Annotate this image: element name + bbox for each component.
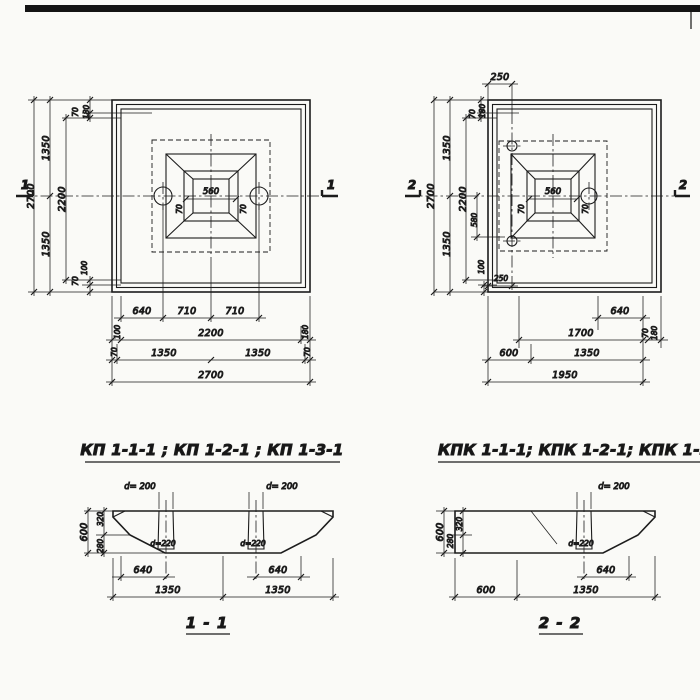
view-label-2-2: 2 - 2 — [539, 614, 582, 632]
dim-pr-70-chamfer-right: 70 — [581, 204, 590, 214]
dim-pr-600: 600 — [499, 348, 518, 359]
dim-s2-320: 320 — [455, 517, 464, 532]
dim-s2-d220: d=220 — [568, 539, 594, 548]
dim-pr-70-top: 70 — [468, 109, 477, 119]
dim-pl-1350-row3-a: 1350 — [151, 348, 176, 359]
dim-pr-2200-v: 2200 — [458, 186, 469, 211]
plan-left-pyramid-edges — [165, 153, 257, 239]
dim-s1-320: 320 — [96, 512, 105, 527]
plan-left-centerlines — [20, 134, 338, 258]
dim-s2-640: 640 — [596, 565, 615, 576]
dim-pl-710-b: 710 — [225, 306, 244, 317]
section-1-body — [112, 500, 334, 581]
dim-pr-1950: 1950 — [552, 370, 577, 381]
dim-pl-70-row3-left: 70 — [110, 347, 119, 357]
section-1-1: КП 1-1-1 ; КП 1-2-1 ; КП 1-3-1 d= 200 d=… — [79, 441, 344, 635]
dim-pl-560: 560 — [203, 187, 219, 197]
dim-pr-1350-top: 1350 — [442, 135, 453, 160]
section-2-mark-left: 2 — [408, 178, 416, 192]
dim-s1-1350-left: 1350 — [155, 585, 180, 596]
section-2-2: КПК 1-1-1; КПК 1-2-1; КПК 1-3-1 d= 200 6… — [435, 441, 700, 635]
dim-pl-2200-v: 2200 — [57, 186, 68, 211]
dim-pl-2700-v: 2700 — [26, 183, 37, 208]
dim-s1-d200-left: d= 200 — [124, 482, 155, 492]
plan-right-section-marks — [405, 190, 690, 198]
dim-pr-250-top: 250 — [490, 72, 509, 83]
dim-pl-70-bottom: 70 — [71, 276, 80, 286]
plan-left-section-marks — [16, 190, 338, 198]
plan-right: 2 2 250 70 180 1350 2700 2200 1350 580 1… — [405, 72, 690, 386]
dim-pr-180-top: 180 — [478, 104, 487, 119]
dim-s2-280: 280 — [446, 534, 455, 549]
dim-pl-70-chamfer-left: 70 — [175, 204, 184, 214]
dim-pr-2700-v: 2700 — [426, 183, 437, 208]
dim-pr-1700: 1700 — [568, 328, 593, 339]
title-kp-series: КП 1-1-1 ; КП 1-2-1 ; КП 1-3-1 — [80, 441, 343, 459]
dim-s1-280: 280 — [96, 539, 105, 554]
dim-pl-70-top: 70 — [71, 107, 80, 117]
sheet-border — [25, 5, 700, 29]
dim-pr-560: 560 — [545, 187, 561, 197]
dim-s1-600: 600 — [79, 522, 90, 541]
dim-pl-1350-row3-b: 1350 — [245, 348, 270, 359]
section-2-dimension-lines — [440, 507, 661, 601]
dim-pr-70-row2: 70 — [641, 328, 650, 338]
dim-pl-2200-h: 2200 — [198, 328, 223, 339]
dim-pr-70-chamfer-left: 70 — [517, 204, 526, 214]
dim-pl-1350-bottom: 1350 — [41, 231, 52, 256]
dim-pr-180-row2: 180 — [650, 326, 659, 341]
dim-pl-2700-h: 2700 — [198, 370, 223, 381]
dim-pl-100-row2: 100 — [113, 325, 122, 340]
view-label-1-1: 1 - 1 — [186, 614, 229, 632]
dim-s1-d200-right: d= 200 — [266, 482, 297, 492]
dim-pr-580: 580 — [470, 213, 479, 228]
plan-left: 1 1 2700 1350 1350 2200 70 180 100 70 56… — [16, 96, 338, 386]
dim-s1-1350-right: 1350 — [265, 585, 290, 596]
plan-right-dimension-lines — [430, 80, 668, 386]
dim-pl-710-a: 710 — [177, 306, 196, 317]
dim-pl-70-chamfer-right: 70 — [239, 204, 248, 214]
dim-pr-250-bottom: 250 — [494, 274, 509, 283]
section-2-internal-edge — [530, 510, 558, 545]
section-2-extension-lines — [436, 492, 656, 601]
section-2-dim-ticks — [440, 507, 659, 601]
section-1-mark-left: 1 — [21, 178, 29, 192]
section-1-dimension-lines — [84, 507, 339, 601]
dim-s2-d200: d= 200 — [598, 482, 629, 492]
section-2-mark-right: 2 — [679, 178, 687, 192]
title-kpk-series: КПК 1-1-1; КПК 1-2-1; КПК 1-3-1 — [438, 441, 700, 459]
plan-right-dim-ticks — [430, 80, 665, 386]
plan-left-dim-ticks — [30, 96, 314, 386]
plan-left-dimension-lines — [30, 96, 316, 386]
dim-pl-70-row3-right: 70 — [303, 347, 312, 357]
plan-right-extension-lines — [434, 84, 662, 386]
top-border-bar — [25, 5, 700, 12]
dim-s1-d220-right: d=220 — [240, 539, 266, 548]
section-1-mark-right: 1 — [327, 178, 335, 192]
plan-right-centerlines — [405, 112, 690, 285]
dim-s1-d220-left: d=220 — [150, 539, 176, 548]
dim-s1-640-right: 640 — [268, 565, 287, 576]
dim-pl-640: 640 — [132, 306, 151, 317]
dim-pl-180-top: 180 — [82, 105, 91, 120]
dim-pr-640: 640 — [610, 306, 629, 317]
dim-s1-640-left: 640 — [133, 565, 152, 576]
plan-left-extension-lines — [28, 99, 311, 386]
dim-pl-100-bottom: 100 — [80, 261, 89, 276]
section-2-body — [454, 500, 656, 581]
plan-right-pyramid-edges — [510, 153, 596, 239]
dim-pr-100: 100 — [477, 260, 486, 275]
dim-pl-1350-top: 1350 — [41, 135, 52, 160]
section-1-extension-lines — [84, 492, 334, 601]
dim-pr-1350-h: 1350 — [574, 348, 599, 359]
dim-pl-180-row2: 180 — [301, 325, 310, 340]
dim-s2-600-w: 600 — [476, 585, 495, 596]
dim-s2-1350-w: 1350 — [573, 585, 598, 596]
section-1-dim-ticks — [84, 507, 337, 601]
dim-pr-1350-bottom: 1350 — [442, 231, 453, 256]
dim-s2-600-h: 600 — [435, 522, 446, 541]
